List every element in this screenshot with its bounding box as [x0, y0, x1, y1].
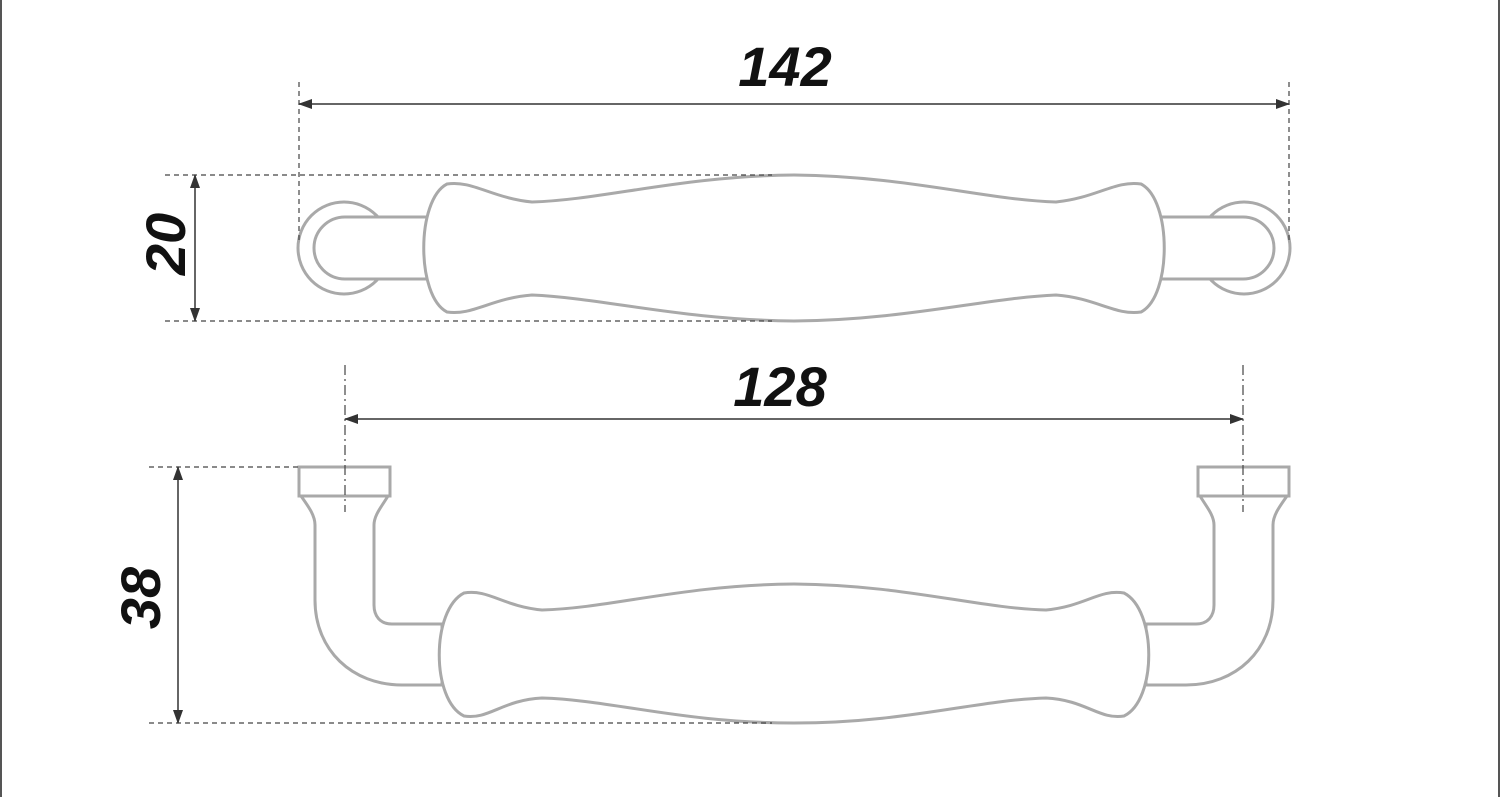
right-rod	[1158, 215, 1276, 281]
dimension-label-height: 20	[134, 213, 197, 276]
grip-top	[422, 173, 1166, 323]
dimension-38: 38	[109, 466, 772, 724]
dimension-label-overall-length: 142	[738, 35, 831, 98]
dimension-20: 20	[134, 174, 772, 322]
side-view	[297, 465, 1291, 725]
top-view	[296, 173, 1292, 323]
dimension-label-hole-spacing: 128	[733, 355, 827, 418]
right-leg	[1144, 494, 1290, 687]
left-leg	[298, 494, 444, 687]
dimension-142: 142	[298, 35, 1290, 240]
dimension-label-projection: 38	[109, 566, 172, 629]
left-rod	[312, 215, 432, 281]
dimension-128: 128	[344, 355, 1244, 512]
grip-side	[437, 582, 1151, 725]
